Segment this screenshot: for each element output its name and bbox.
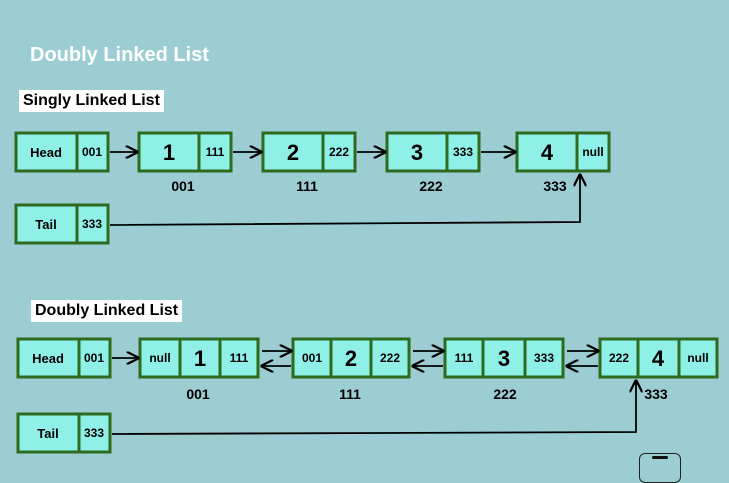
doubly-node-2-prev: 001: [302, 351, 322, 365]
doubly-tail-ptr: 333: [84, 426, 104, 440]
singly-section-label: Singly Linked List: [19, 90, 164, 112]
doubly-section-label: Doubly Linked List: [31, 300, 183, 322]
doubly-node-3: 111 3 333 222: [443, 337, 565, 402]
singly-node-4-next: null: [582, 145, 603, 159]
doubly-node-3-value: 3: [498, 346, 510, 371]
singly-arrow-tail-to-4: [109, 175, 580, 226]
doubly-node-1: null 1 111 001: [138, 337, 260, 402]
singly-tail-box: Tail 333: [14, 203, 110, 245]
singly-tail-ptr: 333: [82, 217, 102, 231]
singly-node-2-value: 2: [287, 140, 299, 165]
singly-node-3-value: 3: [411, 140, 423, 165]
doubly-node-4-value: 4: [652, 346, 665, 371]
doubly-node-2-next: 222: [380, 351, 400, 365]
doubly-head-box: Head 001: [16, 337, 112, 379]
doubly-node-4-address: 333: [644, 386, 668, 402]
page-title: Doubly Linked List: [30, 44, 209, 66]
doubly-tail-box: Tail 333: [16, 412, 112, 454]
singly-head-label: Head: [30, 145, 62, 160]
doubly-node-4-next: null: [687, 351, 708, 365]
phone-icon: [639, 453, 681, 483]
singly-node-2: 2 222 111: [261, 131, 357, 194]
singly-node-1-value: 1: [163, 140, 175, 165]
singly-node-3-next: 333: [453, 145, 473, 159]
singly-node-1-address: 001: [171, 178, 195, 194]
doubly-node-2-address: 111: [339, 386, 361, 402]
singly-node-1: 1 111 001: [137, 131, 233, 194]
doubly-node-2: 001 2 222 111: [291, 337, 411, 402]
doubly-head-label: Head: [32, 351, 64, 366]
singly-tail-label: Tail: [35, 217, 56, 232]
doubly-node-3-prev: 111: [455, 351, 474, 365]
singly-node-2-address: 111: [296, 178, 318, 194]
singly-head-box: Head 001: [14, 131, 110, 173]
doubly-node-1-prev: null: [149, 351, 170, 365]
doubly-node-1-address: 001: [186, 386, 210, 402]
doubly-node-2-value: 2: [345, 346, 357, 371]
doubly-tail-label: Tail: [37, 426, 58, 441]
doubly-arrow-tail-to-4: [111, 381, 636, 435]
doubly-node-1-value: 1: [194, 346, 206, 371]
doubly-node-3-next: 333: [534, 351, 554, 365]
doubly-node-3-address: 222: [493, 386, 517, 402]
singly-node-4: 4 null 333: [515, 131, 611, 194]
singly-node-4-address: 333: [543, 178, 567, 194]
doubly-node-4-prev: 222: [609, 351, 629, 365]
singly-node-2-next: 222: [329, 145, 349, 159]
doubly-node-1-next: 111: [230, 351, 249, 365]
singly-node-3-address: 222: [419, 178, 443, 194]
doubly-node-4: 222 4 null 333: [598, 337, 719, 402]
singly-node-3: 3 333 222: [385, 131, 481, 194]
singly-node-4-value: 4: [541, 140, 554, 165]
singly-head-ptr: 001: [82, 145, 102, 159]
singly-node-1-next: 111: [206, 145, 225, 159]
doubly-head-ptr: 001: [84, 351, 104, 365]
